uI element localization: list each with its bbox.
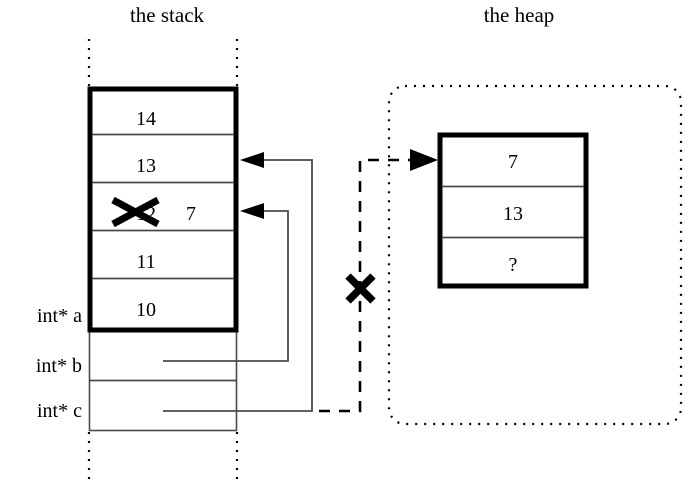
pointer-b-arrowhead bbox=[240, 203, 264, 219]
pointer-c-arrowhead bbox=[240, 152, 264, 168]
stack-frame bbox=[87, 86, 239, 333]
pointer-label-a: int* a bbox=[37, 305, 82, 327]
stale-heap-pointer-connector bbox=[319, 149, 438, 413]
invalidated-pointer-x-icon bbox=[345, 273, 376, 304]
pointer-c-connector bbox=[163, 152, 313, 412]
heap-cell-unknown: ? bbox=[509, 254, 518, 276]
struck-value-x-icon bbox=[111, 196, 160, 228]
pointer-label-c: int* c bbox=[37, 400, 82, 422]
heap-cell-13: 13 bbox=[503, 203, 523, 225]
heap-region-boundary bbox=[387, 84, 683, 426]
heap-cell-7: 7 bbox=[508, 151, 518, 173]
stack-cell-13: 13 bbox=[136, 155, 156, 177]
stack-cell-12-replacement: 7 bbox=[186, 203, 196, 225]
stack-title: the stack bbox=[130, 3, 205, 27]
heap-title: the heap bbox=[484, 3, 555, 27]
stale-heap-pointer-arrowhead bbox=[410, 149, 438, 171]
heap-frame bbox=[437, 132, 589, 289]
stack-cell-11: 11 bbox=[136, 251, 155, 273]
stack-cell-10: 10 bbox=[136, 299, 156, 321]
pointer-b-connector bbox=[163, 203, 289, 362]
stack-cell-14: 14 bbox=[136, 108, 156, 130]
pointer-label-b: int* b bbox=[36, 355, 82, 377]
